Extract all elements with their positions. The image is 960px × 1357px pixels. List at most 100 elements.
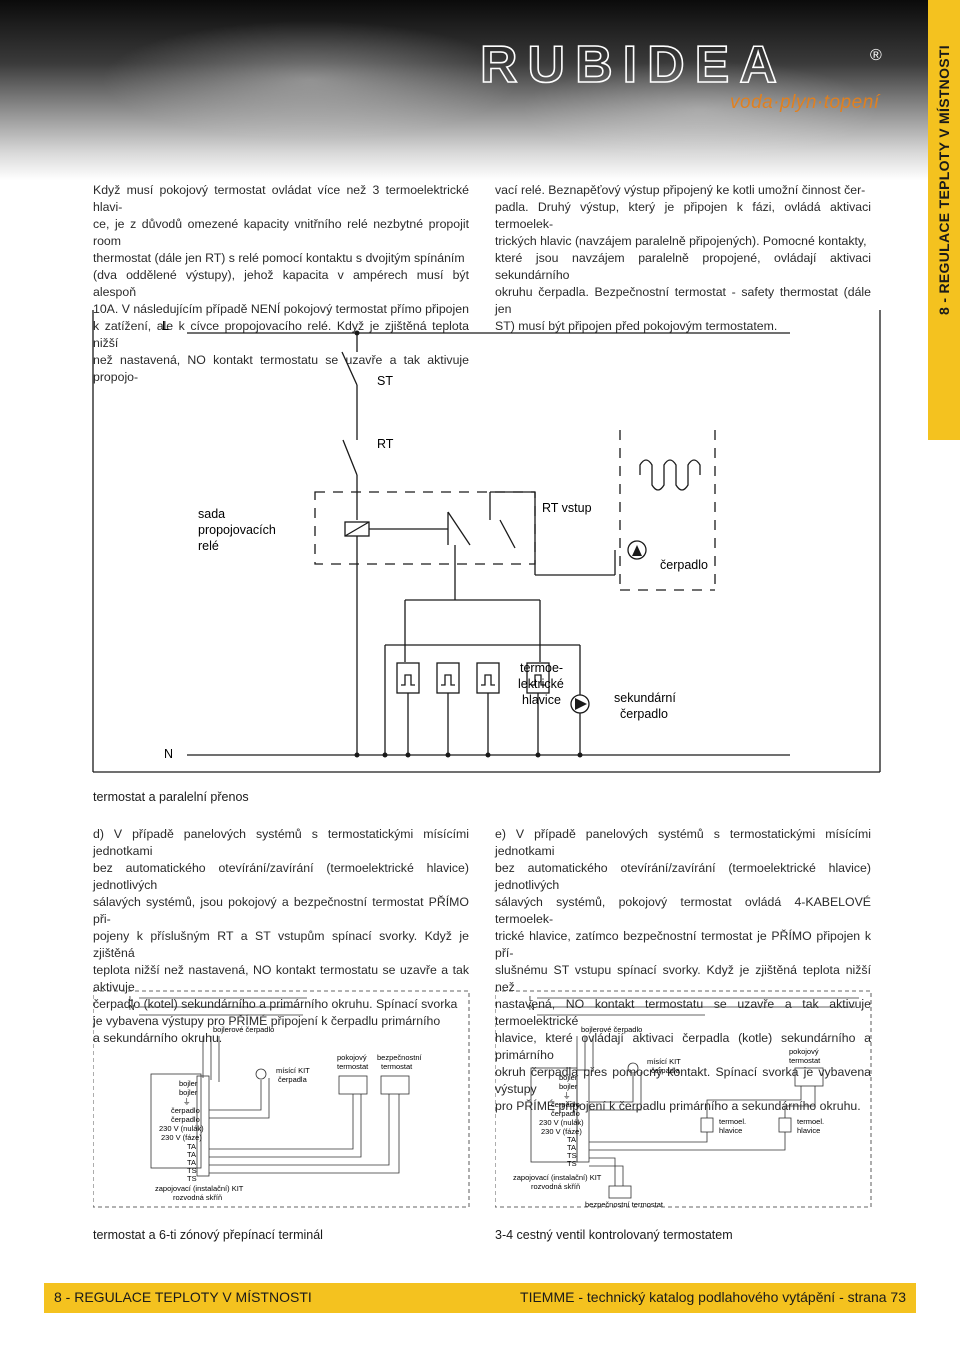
svg-text:TA: TA <box>187 1158 196 1167</box>
section-e: e) V případě panelových systémů s termos… <box>495 826 871 1115</box>
relay-label: propojovacích <box>198 523 276 537</box>
svg-text:čerpadlo: čerpadlo <box>551 1100 580 1109</box>
phase-label: L <box>129 994 133 1003</box>
brand-logo: RUBIDEA ® <box>479 36 882 95</box>
pump-icon <box>627 540 647 560</box>
text-line: bez automatického otevírání/zavírání (te… <box>495 861 871 892</box>
svg-text:TA: TA <box>187 1150 196 1159</box>
head-label: hlavice <box>719 1126 742 1135</box>
room-thermostat-label: pokojový <box>337 1053 367 1062</box>
text-line: hlavice, které ovládají aktivaci čerpadl… <box>495 1031 871 1062</box>
text-line: trických hlavic (navzájem paralelně přip… <box>495 234 867 248</box>
svg-text:TA: TA <box>567 1135 576 1144</box>
room-thermostat-label: termostat <box>789 1056 821 1065</box>
svg-text:230 V (nulák): 230 V (nulák) <box>539 1118 584 1127</box>
footer-chapter: 8 - REGULACE TEPLOTY V MÍSTNOSTI <box>54 1289 312 1305</box>
text-line: sálavých systémů, jsou pokojový a bezpeč… <box>93 895 469 926</box>
thermo-head-icon <box>700 1117 714 1133</box>
relay-label: sada <box>198 507 225 521</box>
svg-text:čerpadlo: čerpadlo <box>171 1106 200 1115</box>
svg-text:TS: TS <box>567 1159 577 1168</box>
mixing-kit-label: čerpadla <box>651 1066 681 1075</box>
diagram-frame <box>495 990 872 1208</box>
text-line: ce, je z důvodů omezené kapacity vnitřní… <box>93 217 469 248</box>
room-thermostat-label: pokojový <box>789 1047 819 1056</box>
mixing-kit-label: mísící KIT <box>276 1066 310 1075</box>
boiler-pump-label: bojlerové čerpadlo <box>213 1025 274 1034</box>
pump-label: čerpadlo <box>660 558 708 572</box>
svg-text:230 V (fáze): 230 V (fáze) <box>161 1133 202 1142</box>
pump-icon <box>632 545 642 556</box>
text-line: slušnému ST vstupu spínací svorky. Když … <box>495 963 871 994</box>
text-line: okruhu čerpadla. Bezpečnostní termostat … <box>495 285 871 316</box>
footer-bar: 8 - REGULACE TEPLOTY V MÍSTNOSTI TIEMME … <box>44 1283 916 1313</box>
svg-text:230 V (nulák): 230 V (nulák) <box>159 1124 204 1133</box>
thermo-head-icon <box>396 662 420 755</box>
text-line: bez automatického otevírání/zavírání (te… <box>93 861 469 892</box>
relay-box <box>314 491 536 565</box>
head-label: hlavice <box>797 1126 820 1135</box>
text-line: trické hlavice, zatímco bezpečnostní ter… <box>495 929 871 960</box>
svg-text:bojler: bojler <box>559 1073 578 1082</box>
registered-mark: ® <box>870 47 882 64</box>
text-line: thermostat (dále jen RT) s relé pomocí k… <box>93 251 465 265</box>
diagram2-caption: termostat a 6-ti zónový přepínací termin… <box>93 1228 323 1242</box>
secondary-pump-label: sekundární <box>614 691 676 705</box>
text-line: ST) musí být připojen před pokojovým ter… <box>495 319 778 333</box>
neutral-label: N <box>164 747 173 761</box>
secondary-pump-icon <box>575 698 587 710</box>
text-line: vací relé. Beznapěťový výstup připojený … <box>495 183 866 197</box>
svg-text:čerpadlo: čerpadlo <box>171 1115 200 1124</box>
mixing-kit-label: mísící KIT <box>647 1057 681 1066</box>
terminal-strip <box>196 1075 210 1177</box>
text-line: e) V případě panelových systémů s termos… <box>495 827 871 858</box>
svg-text:230 V (fáze): 230 V (fáze) <box>541 1127 582 1136</box>
text-line: Když musí pokojový termostat ovládat víc… <box>93 183 469 214</box>
brand-name: RUBIDEA <box>480 36 787 94</box>
header-smoke <box>100 20 520 140</box>
svg-text:⏚: ⏚ <box>563 1091 571 1100</box>
terminal-labels: bojler bojler ⏚ čerpadlo čerpadlo 230 V … <box>159 1079 204 1183</box>
heads-label: lektrické <box>518 677 564 691</box>
room-thermostat-icon <box>794 1067 824 1087</box>
svg-text:bojler: bojler <box>179 1079 198 1088</box>
svg-text:TS: TS <box>187 1166 197 1175</box>
svg-text:čerpadlo: čerpadlo <box>551 1109 580 1118</box>
text-line: 10A. V následujícím případě NENÍ pokojov… <box>93 302 469 316</box>
text-line: k zatížení, ale k cívce propojovacího re… <box>93 319 469 350</box>
thermo-head-icon <box>436 662 460 755</box>
svg-text:⏚: ⏚ <box>183 1097 191 1106</box>
neutral-label: N <box>529 1003 534 1012</box>
text-line: než nastavená, NO kontakt termostatu se … <box>93 353 469 384</box>
safety-thermostat-icon <box>608 1185 632 1199</box>
header-banner <box>0 0 960 180</box>
relay-contact <box>447 511 471 546</box>
phase-label: L <box>162 319 169 333</box>
thermo-head-icon <box>526 662 550 755</box>
terminal-block <box>150 1073 202 1169</box>
svg-text:bojler: bojler <box>179 1088 198 1097</box>
neutral-label: N <box>129 1003 134 1012</box>
terminal-labels: bojler bojler ⏚ čerpadlo čerpadlo 230 V … <box>539 1073 584 1168</box>
svg-text:TS: TS <box>187 1174 197 1183</box>
relay-label: relé <box>198 539 219 553</box>
rt-switch <box>342 439 358 476</box>
safety-thermostat-icon <box>380 1075 410 1095</box>
text-line: pro PŘÍMÉ připojení k čerpadlu primárníh… <box>495 1099 861 1113</box>
text-line: čerpadlo (kotel) sekundárního a primární… <box>93 997 458 1011</box>
relay-contact <box>499 519 516 549</box>
kit-box-label: rozvodná skříň <box>173 1193 222 1202</box>
head-label: termoel. <box>719 1117 746 1126</box>
kit-box-label: rozvodná skříň <box>531 1182 580 1191</box>
safety-thermostat-label: bezpečnostní termostat <box>585 1200 664 1209</box>
text-line: nastavená, NO kontakt termostatu se uzav… <box>495 997 871 1028</box>
pump-icon <box>255 1068 267 1080</box>
intro-right: vací relé. Beznapěťový výstup připojený … <box>495 182 871 335</box>
chapter-title: 8 - REGULACE TEPLOTY V MÍSTNOSTI <box>936 45 952 315</box>
wiring-diagram-valve: L N bojlerové čerpadlo bojler bojler ⏚ č… <box>495 990 872 1209</box>
text-line: které jsou navzájem paralelně propojené,… <box>495 251 871 282</box>
pump-icon <box>627 1062 639 1074</box>
phase-label: L <box>529 994 533 1003</box>
terminal-strip <box>576 1069 590 1163</box>
safety-thermostat-label: termostat <box>381 1062 413 1071</box>
